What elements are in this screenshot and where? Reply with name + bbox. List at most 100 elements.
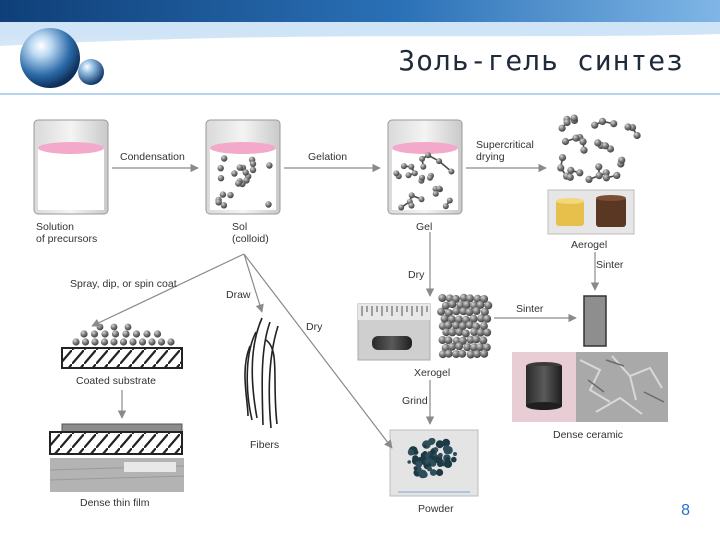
substrate [61,347,183,369]
arrow-draw [243,253,264,313]
xerogel-particle [480,349,489,358]
xerogel-particle [476,328,485,337]
xerogel-particle [484,301,493,310]
xerogel-particle [469,314,478,323]
powder-grain [427,466,432,472]
coat-particle [72,338,80,346]
xerogel-particle [476,300,485,309]
xerogel-particle [444,349,453,358]
powder-grain [421,455,424,459]
header-banner [0,0,720,100]
aerogel-particle [570,114,578,122]
gel-particle [419,155,426,162]
xerogel-particle [480,295,489,303]
gel-particle [405,172,412,179]
aerogel-particle [595,172,603,180]
coat-particle [80,330,88,338]
aerogel-particle [595,163,603,171]
xerogel-particle [455,342,464,351]
beaker-solution [33,119,109,215]
aerogel-particle [610,120,618,128]
arrows [91,163,600,449]
xerogel-particle [479,336,488,345]
aerogel-particle [557,164,565,172]
beaker-sol [205,119,281,215]
label-sol: Sol(colloid) [232,221,269,245]
sol-particle [236,164,243,171]
powder-grain [407,460,412,464]
powder-grain [429,469,437,476]
xerogel-particle [482,343,491,352]
aerogel-particle [585,175,593,183]
xerogel-particle [444,336,453,345]
powder-grain [413,466,418,471]
xerogel-cluster [437,293,493,359]
xerogel-particle [473,294,482,303]
arrow-spray [91,253,245,327]
label-dense-thin-film: Dense thin film [80,497,150,509]
coat-particle [129,338,137,346]
gel-particle [411,170,418,177]
aerogel-particle [558,124,566,132]
coat-particle [90,330,99,338]
xerogel-particle [473,350,482,359]
label-fibers: Fibers [250,439,279,451]
powder-grain [436,468,444,477]
gel-particle [400,163,407,170]
aerogel-particle [602,174,611,182]
gel-particle [442,203,449,210]
gel-particle [398,204,405,211]
xerogel-particle [466,294,474,303]
xerogel-particle [466,350,475,359]
coat-particle [110,338,118,346]
gel-particle [393,170,400,177]
powder-grain [427,451,431,455]
xerogel-particle [440,314,449,323]
xerogel-particle [465,321,474,330]
xerogel-particle [442,328,451,337]
aerogel-particle [613,171,621,179]
gel-particle [432,190,439,197]
xerogel-particle [476,343,485,352]
aerogel-particle [580,146,588,154]
xerogel-particle [472,335,481,344]
powder-grain [451,456,457,463]
xerogel-particle [465,308,474,317]
xerogel-particle [447,315,456,324]
powder-grain [423,444,427,448]
label-dry-sol: Dry [306,321,323,333]
coat-particle [101,330,109,338]
slide-title: Золь-гель синтез [398,44,684,77]
powder-grain [435,440,444,449]
xerogel-particle [458,322,467,330]
xerogel-particle [455,328,464,337]
powder-grain [418,469,428,479]
xerogel-particle [444,309,453,317]
aerogel-particle [624,123,632,131]
gel-particle [408,202,415,209]
label-coated-substrate: Coated substrate [76,375,156,387]
coat-particle [91,338,99,346]
powder-grain [430,449,436,455]
coated-particles [72,323,175,346]
powder-grain [443,449,449,454]
sol-particle [243,177,250,184]
xerogel-particle [462,300,471,309]
sol-particle [217,175,225,182]
sol-particle [231,170,238,177]
label-sinter-xerogel: Sinter [516,303,544,315]
dense-ceramic-photo [512,352,668,422]
sintered-bar [583,295,607,347]
gel-particle [448,168,455,175]
coat-particle [119,338,128,346]
xerogel-particle [458,349,467,358]
xerogel-particle [463,343,472,352]
powder-grain [434,456,441,464]
label-gel: Gel [416,221,432,233]
aerogel-particle [576,169,584,177]
aerogel-particle [618,156,626,164]
aerogel-particle [561,137,570,146]
powder-grain [444,460,453,468]
